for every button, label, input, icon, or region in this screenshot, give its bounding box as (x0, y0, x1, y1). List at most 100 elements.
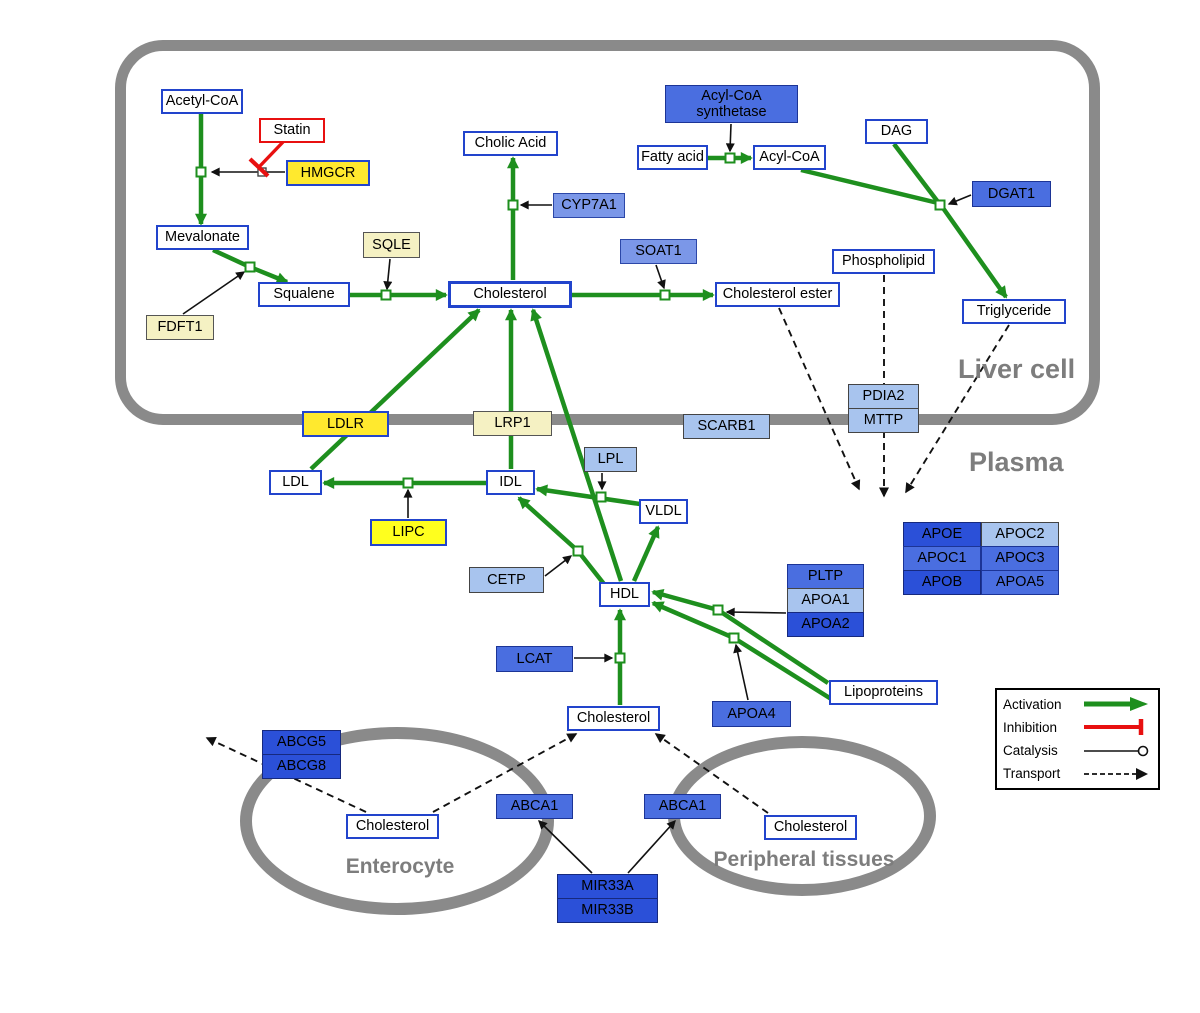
liver-cell-membrane (115, 40, 1100, 425)
edge-transport-cholesterol-peripheral-cholesterol-plasma (654, 733, 769, 814)
node-lpl[interactable]: LPL (584, 447, 637, 472)
node-pltp[interactable]: PLTP (787, 564, 864, 589)
reaction-node (595, 491, 607, 503)
node-ldlr[interactable]: LDLR (302, 411, 389, 437)
edge-catalysis-fdft1 (182, 271, 246, 315)
node-mir33b[interactable]: MIR33B (557, 898, 658, 923)
node-lipoproteins[interactable]: Lipoproteins (829, 680, 938, 705)
node-mevalonate[interactable]: Mevalonate (156, 225, 249, 250)
reaction-node (934, 199, 946, 211)
reaction-node (659, 289, 671, 301)
legend-transport-label: Transport (1003, 766, 1061, 782)
node-idl[interactable]: IDL (486, 470, 535, 495)
node-apoc3[interactable]: APOC3 (981, 546, 1059, 571)
node-vldl[interactable]: VLDL (639, 499, 688, 524)
plasma-label: Plasma (969, 447, 1064, 477)
edge-catalysis-acyl-coa-synthetase (725, 123, 735, 153)
node-cholesterol-plasma[interactable]: Cholesterol (567, 706, 660, 731)
liver-cell-label: Liver cell (958, 354, 1076, 384)
reaction-node (244, 261, 256, 273)
node-cholic-acid[interactable]: Cholic Acid (463, 131, 558, 156)
legend-inhibition-label: Inhibition (1003, 719, 1058, 735)
node-apoa5[interactable]: APOA5 (981, 570, 1059, 595)
node-soat1[interactable]: SOAT1 (620, 239, 697, 264)
node-cyp7a1[interactable]: CYP7A1 (553, 193, 625, 218)
node-sqle[interactable]: SQLE (363, 232, 420, 258)
legend-row-inhibition: Inhibition (1003, 716, 1152, 738)
node-scarb1[interactable]: SCARB1 (683, 414, 770, 439)
edge-catalysis-sqle (383, 258, 393, 291)
edge-catalysis-soat1 (655, 264, 666, 290)
edge-transport-cholesterol-ester (778, 307, 861, 491)
inhibition-tbar (248, 157, 270, 178)
node-lrp1[interactable]: LRP1 (473, 411, 552, 436)
node-cholesterol-ester[interactable]: Cholesterol ester (715, 282, 840, 307)
catalysis-circle-icon (1084, 745, 1149, 756)
reaction-node (724, 152, 736, 164)
edge-catalysis-mir33b (627, 819, 676, 874)
node-dgat1[interactable]: DGAT1 (972, 181, 1051, 207)
node-apoa2[interactable]: APOA2 (787, 612, 864, 637)
node-apoa4[interactable]: APOA4 (712, 701, 791, 727)
edge-catalysis-dgat1 (947, 194, 972, 206)
reaction-node (712, 604, 724, 616)
node-dag[interactable]: DAG (865, 119, 928, 144)
reaction-node (614, 652, 626, 664)
node-cholesterol-peripheral[interactable]: Cholesterol (764, 815, 857, 840)
legend-row-catalysis: Catalysis (1003, 740, 1152, 762)
legend-row-activation: Activation (1003, 693, 1152, 715)
node-abca1-right[interactable]: ABCA1 (644, 794, 721, 819)
node-phospholipid[interactable]: Phospholipid (832, 249, 935, 274)
edge-catalysis-apoa1 (725, 607, 787, 617)
edge-activation-dgat1-junction-triglyceride (941, 206, 1008, 299)
activation-arrow-icon (1084, 697, 1148, 712)
node-apoc1[interactable]: APOC1 (903, 546, 981, 571)
node-statin[interactable]: Statin (259, 118, 325, 143)
transport-dashed-arrow-icon (1084, 767, 1148, 780)
edge-inhibition-statin (257, 140, 285, 169)
edge-activation-vldl-idl (535, 484, 641, 507)
node-squalene[interactable]: Squalene (258, 282, 350, 307)
edge-activation-acyl-coa-dgat1-junction (800, 167, 939, 206)
legend: Activation Inhibition Catalysis Transpor… (995, 688, 1160, 790)
inhibition-tbar-icon (1084, 719, 1144, 736)
node-hmgcr[interactable]: HMGCR (286, 160, 370, 186)
node-cetp[interactable]: CETP (469, 567, 544, 593)
node-abca1-left[interactable]: ABCA1 (496, 794, 573, 819)
edge-activation-hdl-cholesterol-liver (530, 308, 624, 582)
reaction-node (572, 545, 584, 557)
node-cholesterol-enterocyte[interactable]: Cholesterol (346, 814, 439, 839)
reaction-node (195, 166, 207, 178)
reaction-node (402, 477, 414, 489)
node-apob[interactable]: APOB (903, 570, 981, 595)
legend-catalysis-label: Catalysis (1003, 743, 1058, 759)
node-apoc2[interactable]: APOC2 (981, 522, 1059, 547)
node-ldl[interactable]: LDL (269, 470, 322, 495)
node-acyl-coa[interactable]: Acyl-CoA (753, 145, 826, 170)
node-apoa1[interactable]: APOA1 (787, 588, 864, 613)
node-triglyceride[interactable]: Triglyceride (962, 299, 1066, 324)
node-lcat[interactable]: LCAT (496, 646, 573, 672)
reaction-node (507, 199, 519, 211)
reaction-node (728, 632, 740, 644)
node-mttp[interactable]: MTTP (848, 408, 919, 433)
edge-transport-triglyceride (905, 324, 1010, 494)
node-apoe[interactable]: APOE (903, 522, 981, 547)
node-lipc[interactable]: LIPC (370, 519, 447, 546)
edge-activation-ldl-cholesterol-liver (309, 308, 481, 471)
legend-activation-label: Activation (1003, 696, 1062, 712)
node-mir33a[interactable]: MIR33A (557, 874, 658, 899)
node-hdl[interactable]: HDL (599, 582, 650, 607)
node-cholesterol-liver[interactable]: Cholesterol (448, 281, 572, 308)
node-abcg5[interactable]: ABCG5 (262, 730, 341, 755)
legend-row-transport: Transport (1003, 763, 1152, 785)
node-pdia2[interactable]: PDIA2 (848, 384, 919, 409)
node-fdft1[interactable]: FDFT1 (146, 315, 214, 340)
node-abcg8[interactable]: ABCG8 (262, 754, 341, 779)
node-acetyl-coa[interactable]: Acetyl-CoA (161, 89, 243, 114)
node-acyl-coa-synthetase[interactable]: Acyl-CoA synthetase (665, 85, 798, 123)
node-fatty-acid[interactable]: Fatty acid (637, 145, 708, 170)
edge-activation-dag-dgat1-junction (892, 142, 940, 204)
edge-activation-hdl-vldl (631, 525, 661, 582)
